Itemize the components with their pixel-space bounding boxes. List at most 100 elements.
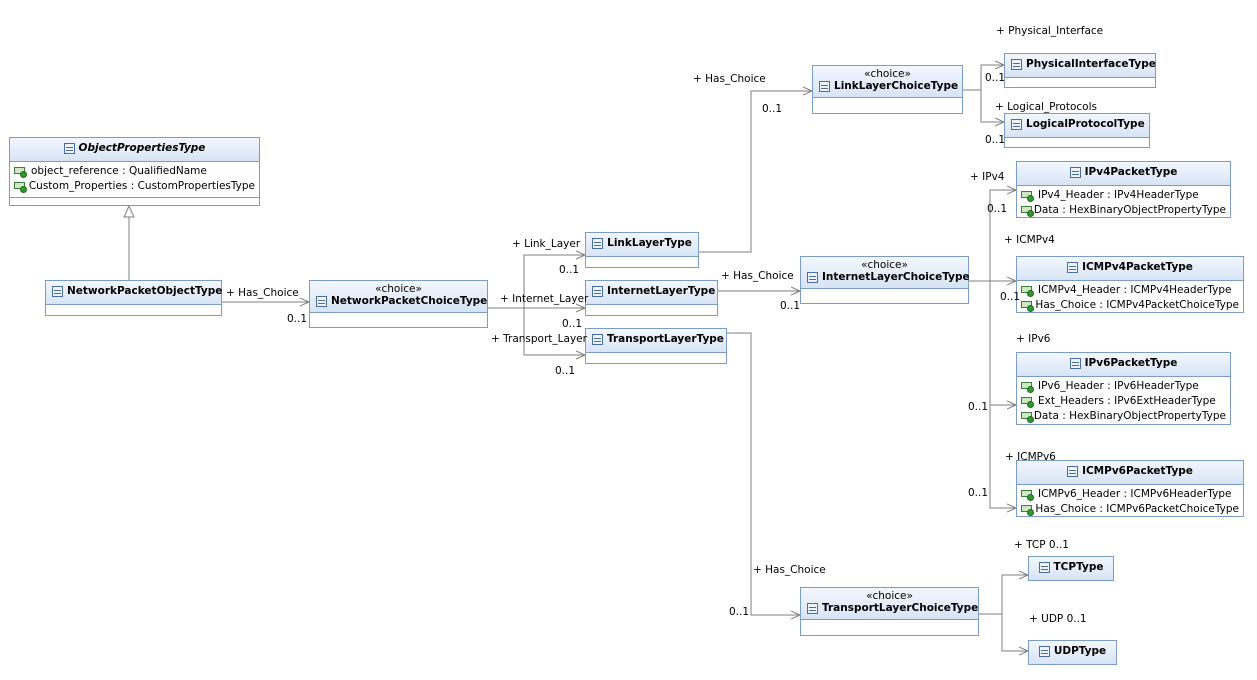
attribute-icon <box>1021 300 1034 312</box>
class-name: ICMPv4PacketType <box>1082 261 1193 273</box>
class-network-packet-object[interactable]: NetworkPacketObjectType <box>45 280 222 316</box>
attribute-row[interactable]: Custom_Properties : CustomPropertiesType <box>14 179 255 194</box>
class-logical-protocol[interactable]: LogicalProtocolType <box>1004 113 1150 148</box>
role-label: + UDP 0..1 <box>1029 613 1087 625</box>
role-label: + ICMPv4 <box>1004 234 1055 246</box>
stereotype-label: «choice» <box>864 68 911 80</box>
attribute-icon <box>1021 381 1034 393</box>
attribute-row[interactable]: ICMPv6_Header : ICMPv6HeaderType <box>1021 487 1239 502</box>
class-icon <box>1069 357 1081 369</box>
attribute-row[interactable]: Ext_Headers : IPv6ExtHeaderType <box>1021 394 1226 409</box>
stereotype-label: «choice» <box>861 259 908 271</box>
class-header: ICMPv6PacketType <box>1017 461 1243 485</box>
class-icon <box>1069 166 1081 178</box>
class-name: TransportLayerChoiceType <box>822 602 979 614</box>
class-physical-interface[interactable]: PhysicalInterfaceType <box>1004 53 1156 88</box>
role-label: + Transport_Layer <box>491 333 587 345</box>
class-header: ObjectPropertiesType <box>10 138 259 162</box>
class-link-layer-choice[interactable]: «choice»LinkLayerChoiceType <box>812 65 963 114</box>
class-internet-layer[interactable]: InternetLayerType <box>585 280 718 316</box>
multiplicity-label: 0..1 <box>287 313 308 325</box>
class-icmpv6-packet[interactable]: ICMPv6PacketType ICMPv6_Header : ICMPv6H… <box>1016 460 1244 517</box>
attribute-icon <box>1021 396 1034 408</box>
class-internet-layer-choice[interactable]: «choice»InternetLayerChoiceType <box>800 256 970 304</box>
class-name: TransportLayerType <box>607 333 724 345</box>
class-name: InternetLayerType <box>607 285 716 297</box>
attribute-compartment <box>801 289 968 298</box>
attribute-row[interactable]: Has_Choice : ICMPv4PacketChoiceType <box>1021 298 1239 313</box>
class-name: PhysicalInterfaceType <box>1026 58 1156 70</box>
class-icon <box>819 80 830 92</box>
role-label: + Has_Choice <box>753 564 826 576</box>
multiplicity-label: 0..1 <box>555 365 576 377</box>
attribute-text: Has_Choice : ICMPv4PacketChoiceType <box>1035 298 1239 311</box>
class-network-packet-choice[interactable]: «choice»NetworkPacketChoiceType <box>309 280 488 328</box>
attribute-icon <box>1021 285 1034 297</box>
role-label: + Internet_Layer <box>500 293 589 305</box>
class-header: ICMPv4PacketType <box>1017 257 1243 281</box>
class-header: «choice»NetworkPacketChoiceType <box>310 281 487 313</box>
class-object-properties[interactable]: ObjectPropertiesType object_reference : … <box>9 137 260 206</box>
attribute-row[interactable]: Has_Choice : ICMPv6PacketChoiceType <box>1021 502 1239 517</box>
attribute-row[interactable]: ICMPv4_Header : ICMPv4HeaderType <box>1021 283 1239 298</box>
attribute-text: ICMPv4_Header : ICMPv4HeaderType <box>1038 283 1232 296</box>
class-link-layer[interactable]: LinkLayerType <box>585 232 699 268</box>
role-label: + Physical_Interface <box>996 25 1104 37</box>
assoc-icmpv6 <box>969 280 1016 508</box>
assoc-tl-choice <box>727 332 800 615</box>
stereotype-label: «choice» <box>375 283 422 295</box>
attribute-compartment: IPv6_Header : IPv6HeaderType Ext_Headers… <box>1017 377 1230 427</box>
multiplicity-label: 0..1 <box>1000 291 1021 303</box>
class-icon <box>63 142 75 154</box>
attribute-row[interactable]: IPv6_Header : IPv6HeaderType <box>1021 379 1226 394</box>
role-label: + IPv4 <box>970 171 1005 183</box>
attribute-compartment <box>586 305 717 314</box>
class-header: NetworkPacketObjectType <box>46 281 223 305</box>
class-name: NetworkPacketChoiceType <box>331 295 488 307</box>
class-transport-layer[interactable]: TransportLayerType <box>585 328 727 364</box>
class-tcp[interactable]: TCPType <box>1028 556 1114 581</box>
class-name: TCPType <box>1053 561 1104 573</box>
attribute-text: ICMPv6_Header : ICMPv6HeaderType <box>1038 487 1232 500</box>
class-name: UDPType <box>1053 645 1107 657</box>
attribute-compartment <box>813 98 962 107</box>
attribute-compartment: IPv4_Header : IPv4HeaderType Data : HexB… <box>1017 186 1230 221</box>
class-icon <box>1038 645 1050 657</box>
multiplicity-label: 0..1 <box>559 264 580 276</box>
class-icon <box>592 333 603 345</box>
attribute-row[interactable]: Data : HexBinaryObjectPropertyType <box>1021 203 1226 218</box>
attribute-row[interactable]: Data : HexBinaryObjectPropertyType <box>1021 409 1226 424</box>
class-icon <box>807 271 818 283</box>
class-header: TransportLayerType <box>586 329 726 353</box>
role-label: + ICMPv6 <box>1005 451 1056 463</box>
attribute-text: IPv6_Header : IPv6HeaderType <box>1038 379 1199 392</box>
attribute-text: object_reference : QualifiedName <box>31 164 207 177</box>
role-label: + Link_Layer <box>512 238 581 250</box>
role-label: + TCP 0..1 <box>1014 539 1069 551</box>
class-ipv6-packet[interactable]: IPv6PacketType IPv6_Header : IPv6HeaderT… <box>1016 352 1231 425</box>
class-header: «choice»LinkLayerChoiceType <box>813 66 962 98</box>
attribute-text: Has_Choice : ICMPv6PacketChoiceType <box>1035 502 1239 515</box>
attribute-row[interactable]: IPv4_Header : IPv4HeaderType <box>1021 188 1226 203</box>
attribute-icon <box>1021 411 1034 423</box>
class-icon <box>1067 465 1079 477</box>
assoc-ll-choice <box>699 91 812 253</box>
class-header: LogicalProtocolType <box>1005 114 1149 138</box>
class-icon <box>1011 58 1022 70</box>
class-ipv4-packet[interactable]: IPv4PacketType IPv4_Header : IPv4HeaderT… <box>1016 161 1231 218</box>
class-name: NetworkPacketObjectType <box>67 285 223 297</box>
attribute-text: IPv4_Header : IPv4HeaderType <box>1038 188 1199 201</box>
attribute-row[interactable]: object_reference : QualifiedName <box>14 164 255 179</box>
multiplicity-label: 0..1 <box>729 606 750 618</box>
role-label: + Has_Choice <box>693 73 766 85</box>
class-icmpv4-packet[interactable]: ICMPv4PacketType ICMPv4_Header : ICMPv4H… <box>1016 256 1244 313</box>
class-udp[interactable]: UDPType <box>1028 640 1117 665</box>
class-header: IPv6PacketType <box>1017 353 1230 377</box>
class-icon <box>316 295 327 307</box>
role-label: + Has_Choice <box>226 287 299 299</box>
assoc-transport-layer <box>488 307 585 355</box>
attribute-icon <box>14 181 27 193</box>
class-header: UDPType <box>1029 641 1116 664</box>
attribute-compartment <box>310 313 487 322</box>
class-transport-layer-choice[interactable]: «choice»TransportLayerChoiceType <box>800 587 979 636</box>
